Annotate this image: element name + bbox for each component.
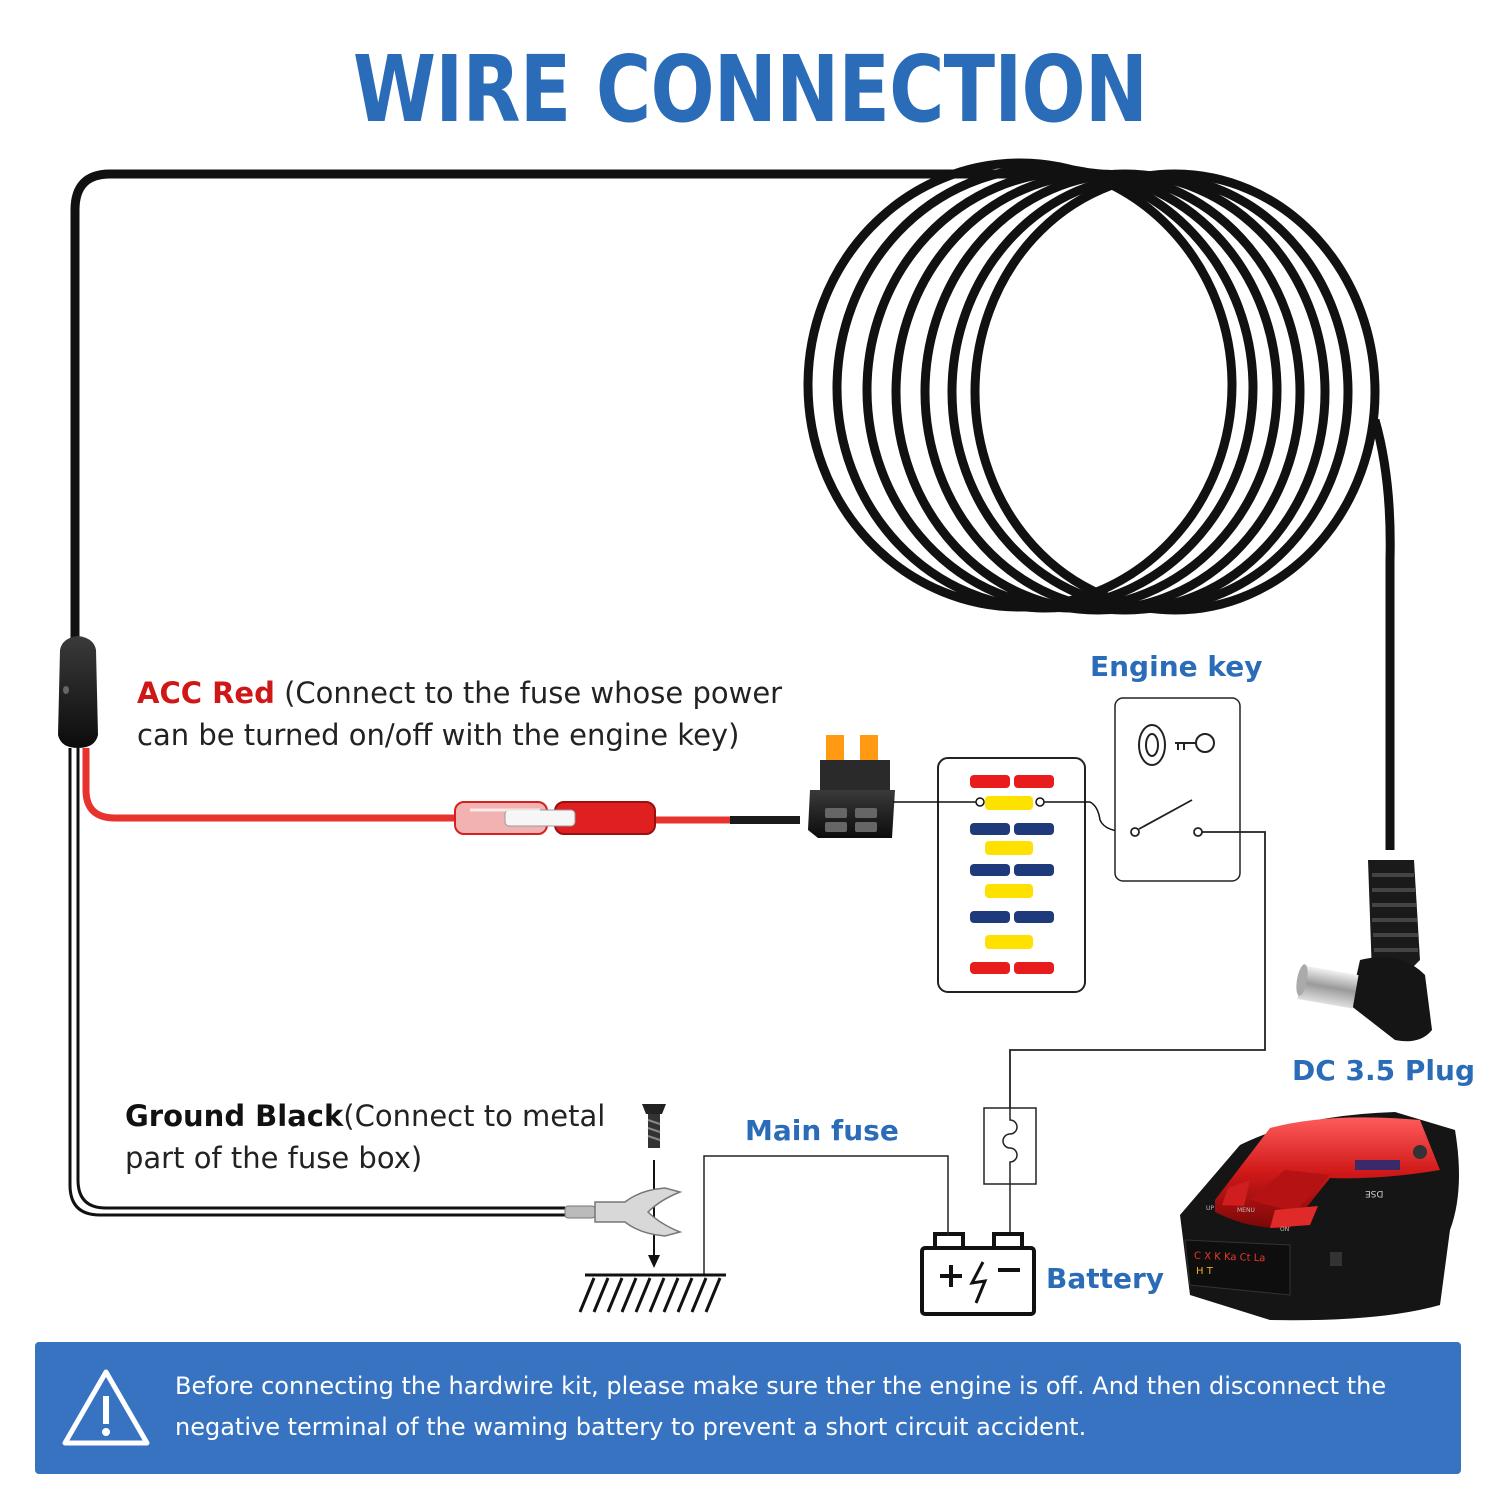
- warning-banner: Before connecting the hardwire kit, plea…: [35, 1342, 1461, 1474]
- warning-triangle-icon: [62, 1369, 150, 1446]
- ground-icon: [578, 1273, 726, 1313]
- ground-black-name: Ground Black: [125, 1099, 344, 1133]
- ground-black-description: (Connect to metal part of the fuse box): [125, 1099, 606, 1175]
- switch-icon: [1009, 799, 1266, 1108]
- screw-icon: [642, 1104, 666, 1148]
- acc-red-name: ACC Red: [137, 676, 275, 710]
- acc-red-wire: [82, 748, 460, 822]
- main-fuse-wire: [703, 1155, 949, 1275]
- key-icon: [1138, 724, 1215, 766]
- butt-connector: [454, 801, 656, 835]
- black-cable-plug-lead: [1370, 418, 1395, 850]
- device-button-up: UP: [1206, 1205, 1215, 1212]
- device-button-menu: MENU: [1237, 1207, 1255, 1214]
- engine-key-box: [1114, 697, 1241, 882]
- engine-key-label: Engine key: [1090, 650, 1263, 683]
- radar-device-icon: [1180, 1112, 1459, 1321]
- ground-black-label: Ground Black(Connect to metal part of th…: [125, 1095, 625, 1179]
- device-button-on: ON: [1280, 1226, 1290, 1233]
- fork-terminal-icon: [564, 1187, 683, 1237]
- fuse-rows: [970, 775, 1054, 974]
- battery-label: Battery: [1046, 1262, 1165, 1295]
- ground-wire: [68, 748, 565, 1217]
- dc-plug-label: DC 3.5 Plug: [1292, 1054, 1475, 1087]
- device-badge: DSE: [1365, 1188, 1384, 1198]
- device-display-line2: H T: [1196, 1266, 1213, 1277]
- dc-plug-icon: [1296, 860, 1432, 1042]
- fuse-tap-icon: [808, 735, 895, 838]
- wire-splitter: [58, 636, 98, 748]
- acc-red-description: (Connect to the fuse whose power can be …: [137, 676, 783, 752]
- acc-red-label: ACC Red (Connect to the fuse whose power…: [137, 672, 817, 756]
- fuse-box: [937, 757, 1086, 993]
- main-fuse-label: Main fuse: [745, 1114, 899, 1147]
- black-cable-top: [70, 169, 1100, 648]
- battery-icon: [920, 1232, 1036, 1316]
- page-title: WIRE CONNECTION: [352, 36, 1148, 143]
- cable-coil: [803, 158, 1380, 615]
- warning-text: Before connecting the hardwire kit, plea…: [175, 1372, 1387, 1441]
